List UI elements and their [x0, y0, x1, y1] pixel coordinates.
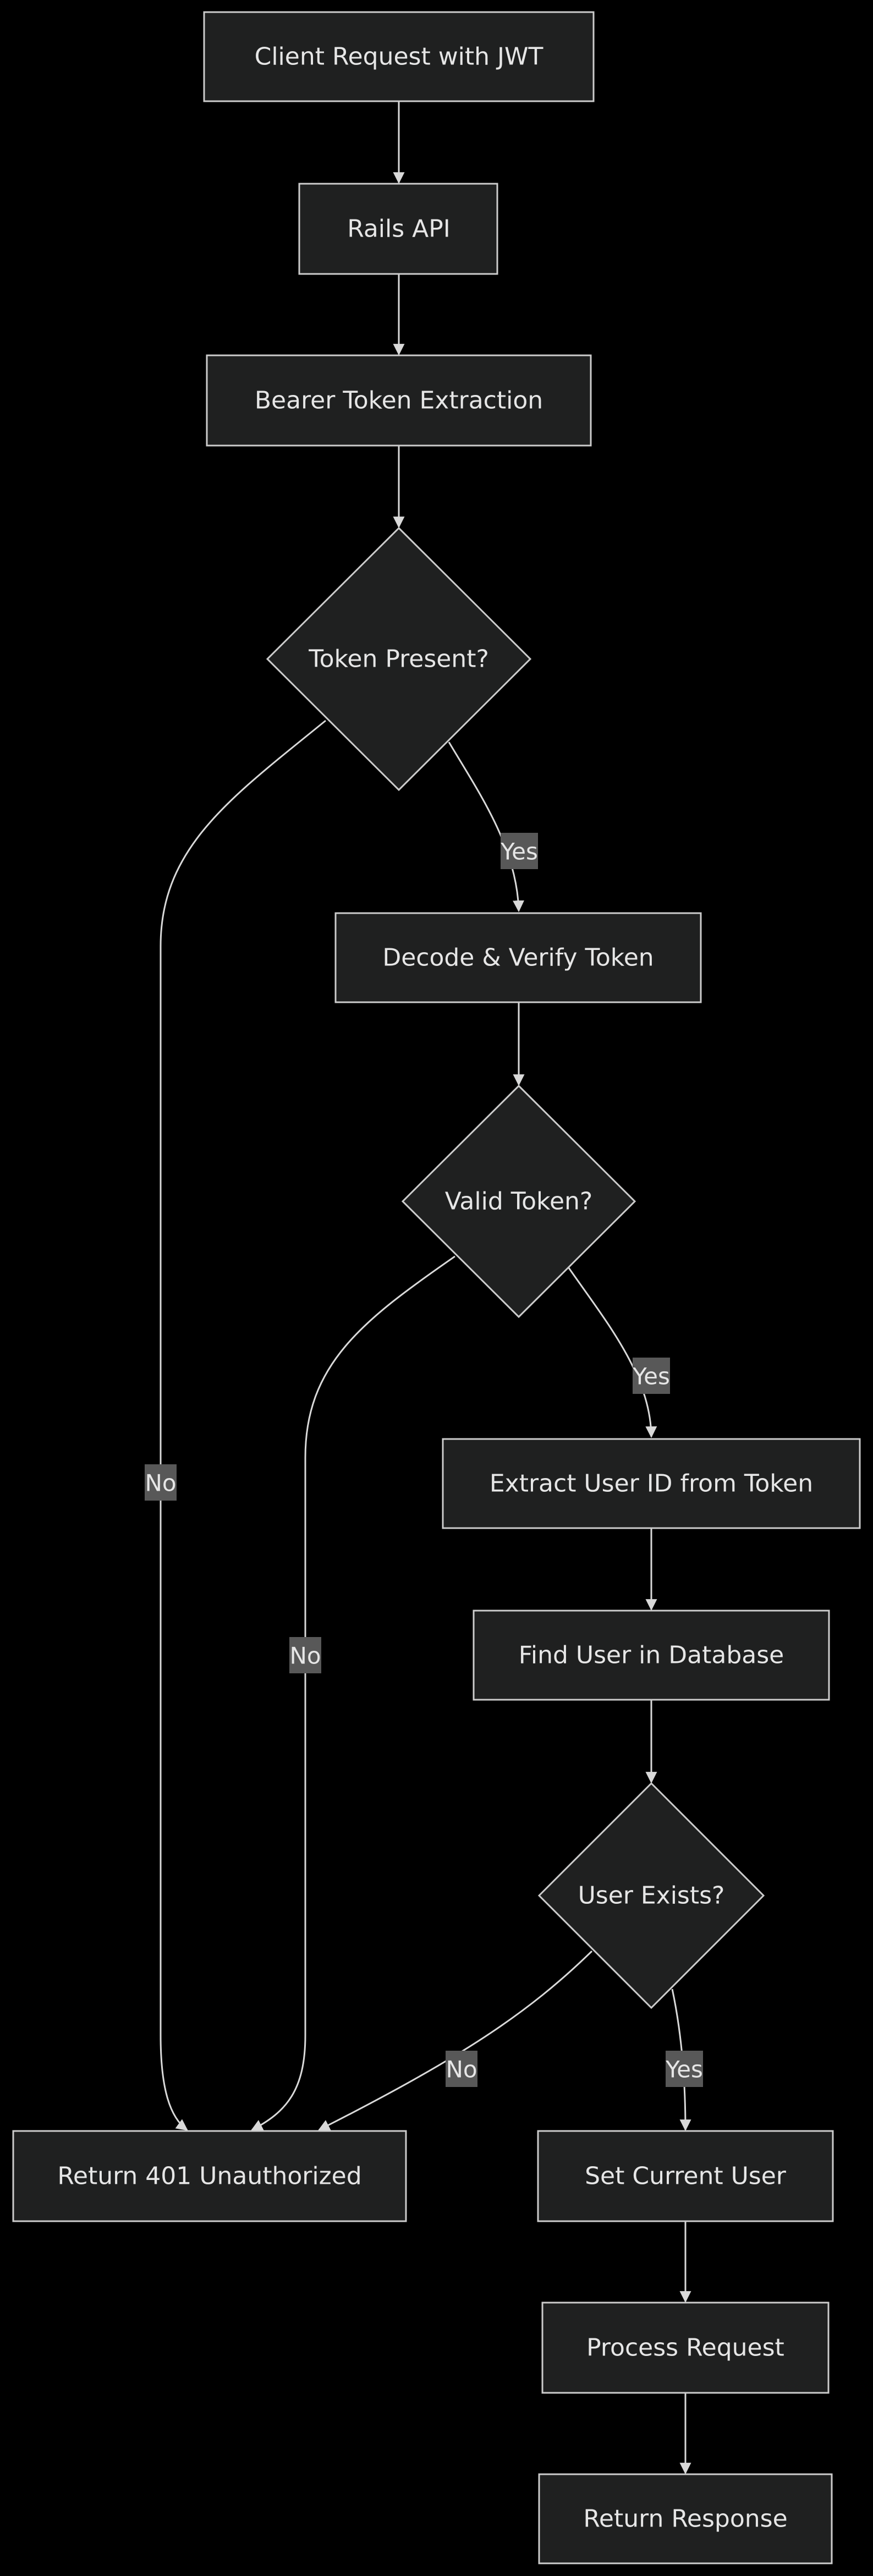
edge-label-valid-token-yes: Yes — [632, 1358, 670, 1394]
edge-valid-token-no — [251, 1255, 455, 2131]
node-extract-user-id: Extract User ID from Token — [442, 1438, 861, 1529]
node-process-request: Process Request — [541, 2302, 830, 2394]
edge-valid-token-yes — [568, 1267, 657, 1438]
edge-label-text: Yes — [632, 1363, 670, 1390]
node-label: Set Current User — [585, 2162, 787, 2190]
edge-user-exists-no — [318, 1950, 593, 2131]
node-label: Valid Token? — [445, 1188, 593, 1216]
node-label: Find User in Database — [519, 1641, 784, 1669]
edges — [160, 101, 691, 2475]
node-valid-token-decision: Valid Token? — [401, 1084, 636, 1319]
node-label: Client Request with JWT — [255, 43, 543, 71]
edge-token-present-yes — [448, 742, 524, 913]
edge-label-text: No — [145, 1470, 176, 1497]
edge-label-user-exists-no: No — [446, 2051, 477, 2087]
edge-label-token-present-no: No — [145, 1464, 177, 1501]
node-label: Token Present? — [308, 645, 489, 673]
node-token-present-decision: Token Present? — [266, 526, 532, 792]
edge-token-present-no — [160, 719, 326, 2131]
node-set-current-user: Set Current User — [537, 2130, 834, 2222]
edge-label-text: No — [446, 2056, 477, 2083]
edge-labels: Yes No Yes No Yes No — [145, 833, 703, 2087]
node-label: Return 401 Unauthorized — [57, 2162, 361, 2190]
nodes: Client Request with JWT Rails API Bearer… — [12, 11, 861, 2564]
edge-label-text: Yes — [500, 838, 538, 865]
node-rails-api: Rails API — [298, 183, 498, 275]
edge-label-text: Yes — [665, 2056, 703, 2083]
node-label: Extract User ID from Token — [490, 1470, 813, 1498]
edge-label-valid-token-no: No — [289, 1637, 321, 1673]
edge-label-token-present-yes: Yes — [500, 833, 538, 869]
node-label: Decode & Verify Token — [382, 944, 654, 972]
node-bearer-extraction: Bearer Token Extraction — [206, 354, 592, 447]
node-label: Process Request — [586, 2334, 784, 2362]
node-label: Return Response — [583, 2505, 787, 2533]
node-client-request: Client Request with JWT — [203, 11, 595, 102]
node-find-user: Find User in Database — [473, 1610, 830, 1701]
node-label: User Exists? — [578, 1882, 725, 1910]
edge-label-user-exists-yes: Yes — [665, 2051, 703, 2087]
node-user-exists-decision: User Exists? — [537, 1782, 765, 2009]
node-decode-verify: Decode & Verify Token — [334, 912, 702, 1003]
node-return-response: Return Response — [538, 2473, 833, 2564]
node-label: Bearer Token Extraction — [255, 387, 543, 415]
node-label: Rails API — [347, 215, 451, 243]
edge-label-text: No — [289, 1643, 321, 1669]
node-return-401: Return 401 Unauthorized — [12, 2130, 407, 2222]
